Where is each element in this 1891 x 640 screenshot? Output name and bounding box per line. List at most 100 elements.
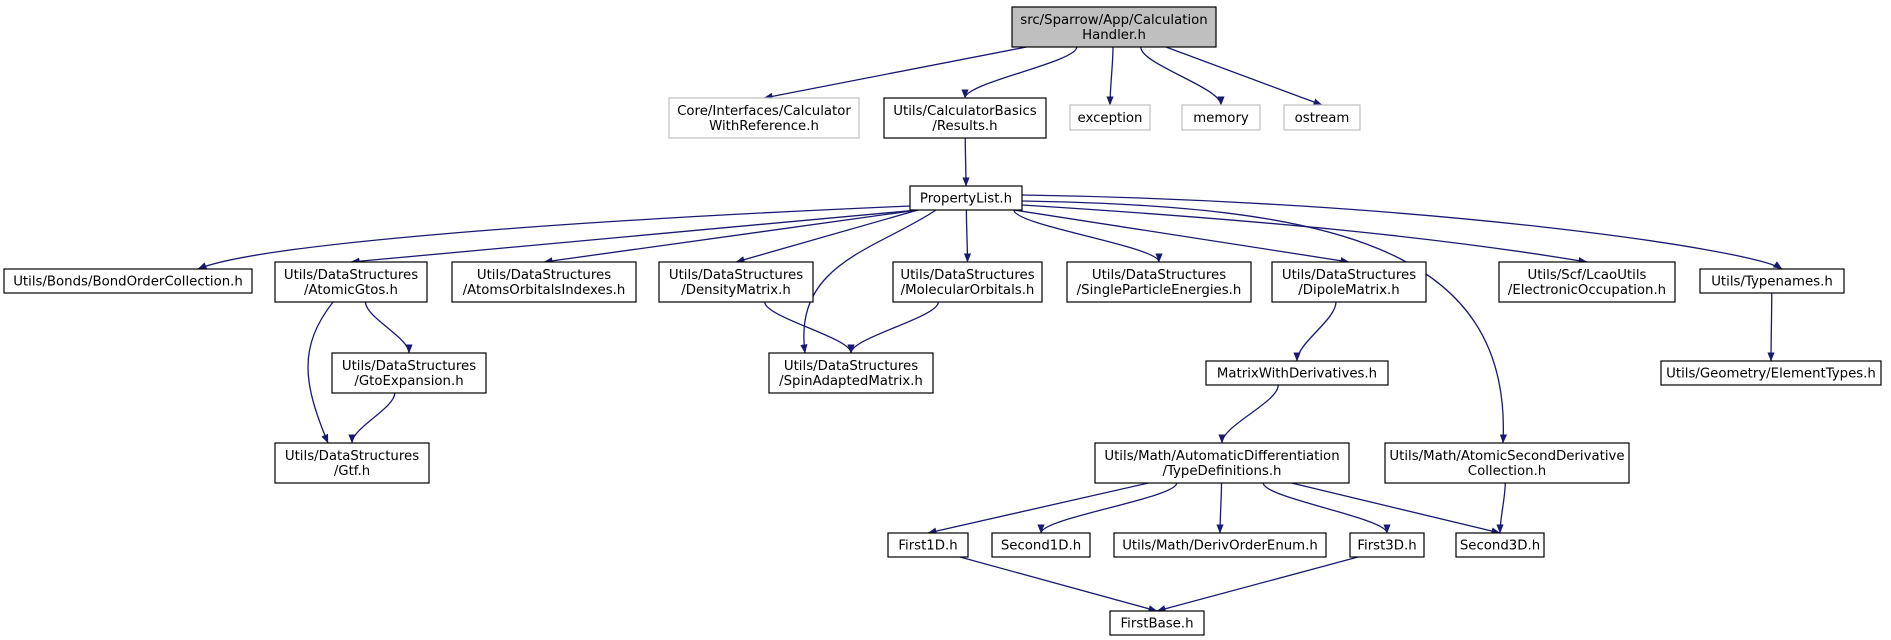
edge-arrow [1021, 200, 1508, 444]
node-spinadapted[interactable]: Utils/DataStructures/SpinAdaptedMatrix.h [768, 352, 934, 394]
node-atomicsecond[interactable]: Utils/Math/AtomicSecondDerivativeCollect… [1384, 442, 1630, 484]
edge-arrow [1013, 209, 1163, 263]
node-lcao[interactable]: Utils/Scf/LcaoUtils/ElectronicOccupation… [1498, 261, 1676, 303]
edge-arrow [1156, 556, 1359, 613]
node-label: Utils/Math/AtomicSecondDerivative [1389, 449, 1624, 464]
node-label: Utils/Math/AutomaticDifferentiation [1104, 449, 1339, 464]
node-label: /ElectronicOccupation.h [1508, 283, 1666, 298]
node-matderiv[interactable]: MatrixWithDerivatives.h [1205, 360, 1389, 386]
node-label: Second3D.h [1460, 539, 1540, 554]
node-autodiff[interactable]: Utils/Math/AutomaticDifferentiation/Type… [1094, 442, 1350, 484]
node-label: exception [1078, 111, 1143, 126]
edge-arrow [847, 301, 940, 354]
node-singlepart[interactable]: Utils/DataStructures/SingleParticleEnerg… [1066, 261, 1252, 303]
node-atomicgtos[interactable]: Utils/DataStructures/AtomicGtos.h [274, 261, 428, 303]
edge-root-to-results [961, 46, 1078, 99]
node-box [892, 261, 1043, 303]
node-box [768, 352, 934, 394]
node-label: Collection.h [1468, 464, 1546, 479]
node-box [1069, 104, 1151, 131]
node-box [1283, 104, 1361, 131]
node-box [1271, 261, 1427, 303]
node-ostream: ostream [1283, 104, 1361, 131]
edge-gtoexp-to-gtf [348, 392, 396, 444]
node-label: Utils/DataStructures [477, 268, 611, 283]
node-box [1384, 442, 1630, 484]
node-box [1455, 532, 1545, 558]
node-proplist[interactable]: PropertyList.h [909, 185, 1023, 211]
edge-root-to-calcref [763, 46, 1027, 100]
node-label: Handler.h [1082, 28, 1146, 43]
node-label: Utils/DataStructures [900, 268, 1034, 283]
node-density[interactable]: Utils/DataStructures/DensityMatrix.h [658, 261, 814, 303]
edge-proplist-to-singlepart [1013, 209, 1163, 263]
node-label: /AtomsOrbitalsIndexes.h [463, 283, 626, 298]
edges-layer [197, 46, 1783, 613]
node-label: Core/Interfaces/Calculator [677, 104, 851, 119]
node-box [1498, 261, 1676, 303]
edge-proplist-to-molorb [963, 209, 972, 263]
node-gtoexp[interactable]: Utils/DataStructures/GtoExpansion.h [331, 352, 487, 394]
node-typenames[interactable]: Utils/Typenames.h [1699, 268, 1845, 294]
node-label: /DipoleMatrix.h [1298, 283, 1399, 298]
node-dipole[interactable]: Utils/DataStructures/DipoleMatrix.h [1271, 261, 1427, 303]
edge-arrow [927, 482, 1149, 535]
node-bondorder[interactable]: Utils/Bonds/BondOrderCollection.h [3, 268, 253, 294]
node-gtf[interactable]: Utils/DataStructures/Gtf.h [274, 442, 430, 484]
edge-atomicgtos-to-gtf [307, 301, 334, 444]
edge-arrow [1037, 482, 1178, 534]
node-label: Utils/DataStructures [284, 268, 418, 283]
node-calcref: Core/Interfaces/CalculatorWithReference.… [668, 97, 860, 139]
edge-first3d-to-firstbase [1156, 556, 1359, 613]
node-label: MatrixWithDerivatives.h [1217, 367, 1377, 382]
edge-autodiff-to-first3d [1262, 482, 1391, 534]
node-elemtypes[interactable]: Utils/Geometry/ElementTypes.h [1660, 360, 1882, 386]
node-label: Utils/Math/DerivOrderEnum.h [1122, 539, 1318, 554]
edge-proplist-to-spinadapted [800, 209, 937, 354]
edge-atomicsecond-to-second3d [1496, 482, 1506, 534]
edge-arrow [364, 301, 413, 354]
edge-autodiff-to-second1d [1037, 482, 1178, 534]
node-box [1349, 532, 1425, 558]
node-label: /GtoExpansion.h [354, 374, 463, 389]
node-molorb[interactable]: Utils/DataStructures/MolecularOrbitals.h [892, 261, 1043, 303]
node-label: /SingleParticleEnergies.h [1077, 283, 1242, 298]
edge-arrow [307, 301, 334, 444]
node-label: Second1D.h [1001, 539, 1081, 554]
node-firstbase[interactable]: FirstBase.h [1109, 610, 1205, 636]
node-box [1205, 360, 1389, 386]
edge-arrow [1021, 204, 1588, 265]
edge-proplist-to-density [735, 209, 919, 264]
node-label: /Gtf.h [334, 464, 370, 479]
node-box [1113, 532, 1327, 558]
edge-arrow [197, 205, 911, 270]
node-second3d[interactable]: Second3D.h [1455, 532, 1545, 558]
node-box [991, 532, 1091, 558]
edge-arrow [735, 209, 919, 264]
edge-arrow [800, 209, 937, 354]
node-label: Utils/DataStructures [1282, 268, 1416, 283]
edge-proplist-to-lcao [1021, 204, 1588, 265]
edge-arrow [1293, 301, 1337, 362]
edge-autodiff-to-first1d [927, 482, 1149, 535]
node-second1d[interactable]: Second1D.h [991, 532, 1091, 558]
node-box [1181, 104, 1261, 131]
node-derivorder[interactable]: Utils/Math/DerivOrderEnum.h [1113, 532, 1327, 558]
edge-arrow [963, 209, 972, 263]
node-results[interactable]: Utils/CalculatorBasics/Results.h [883, 97, 1047, 139]
node-label: Utils/Bonds/BondOrderCollection.h [13, 275, 243, 290]
node-atomsorb[interactable]: Utils/DataStructures/AtomsOrbitalsIndexe… [451, 261, 637, 303]
node-label: memory [1193, 111, 1249, 126]
node-first3d[interactable]: First3D.h [1349, 532, 1425, 558]
edge-arrow [1218, 384, 1279, 444]
node-box [909, 185, 1023, 211]
node-label: WithReference.h [709, 119, 819, 134]
node-box [658, 261, 814, 303]
node-label: /MolecularOrbitals.h [901, 283, 1035, 298]
edge-arrow [350, 209, 919, 265]
edge-arrow [962, 137, 970, 187]
node-label: /SpinAdaptedMatrix.h [779, 374, 923, 389]
node-first1d[interactable]: First1D.h [887, 532, 969, 558]
